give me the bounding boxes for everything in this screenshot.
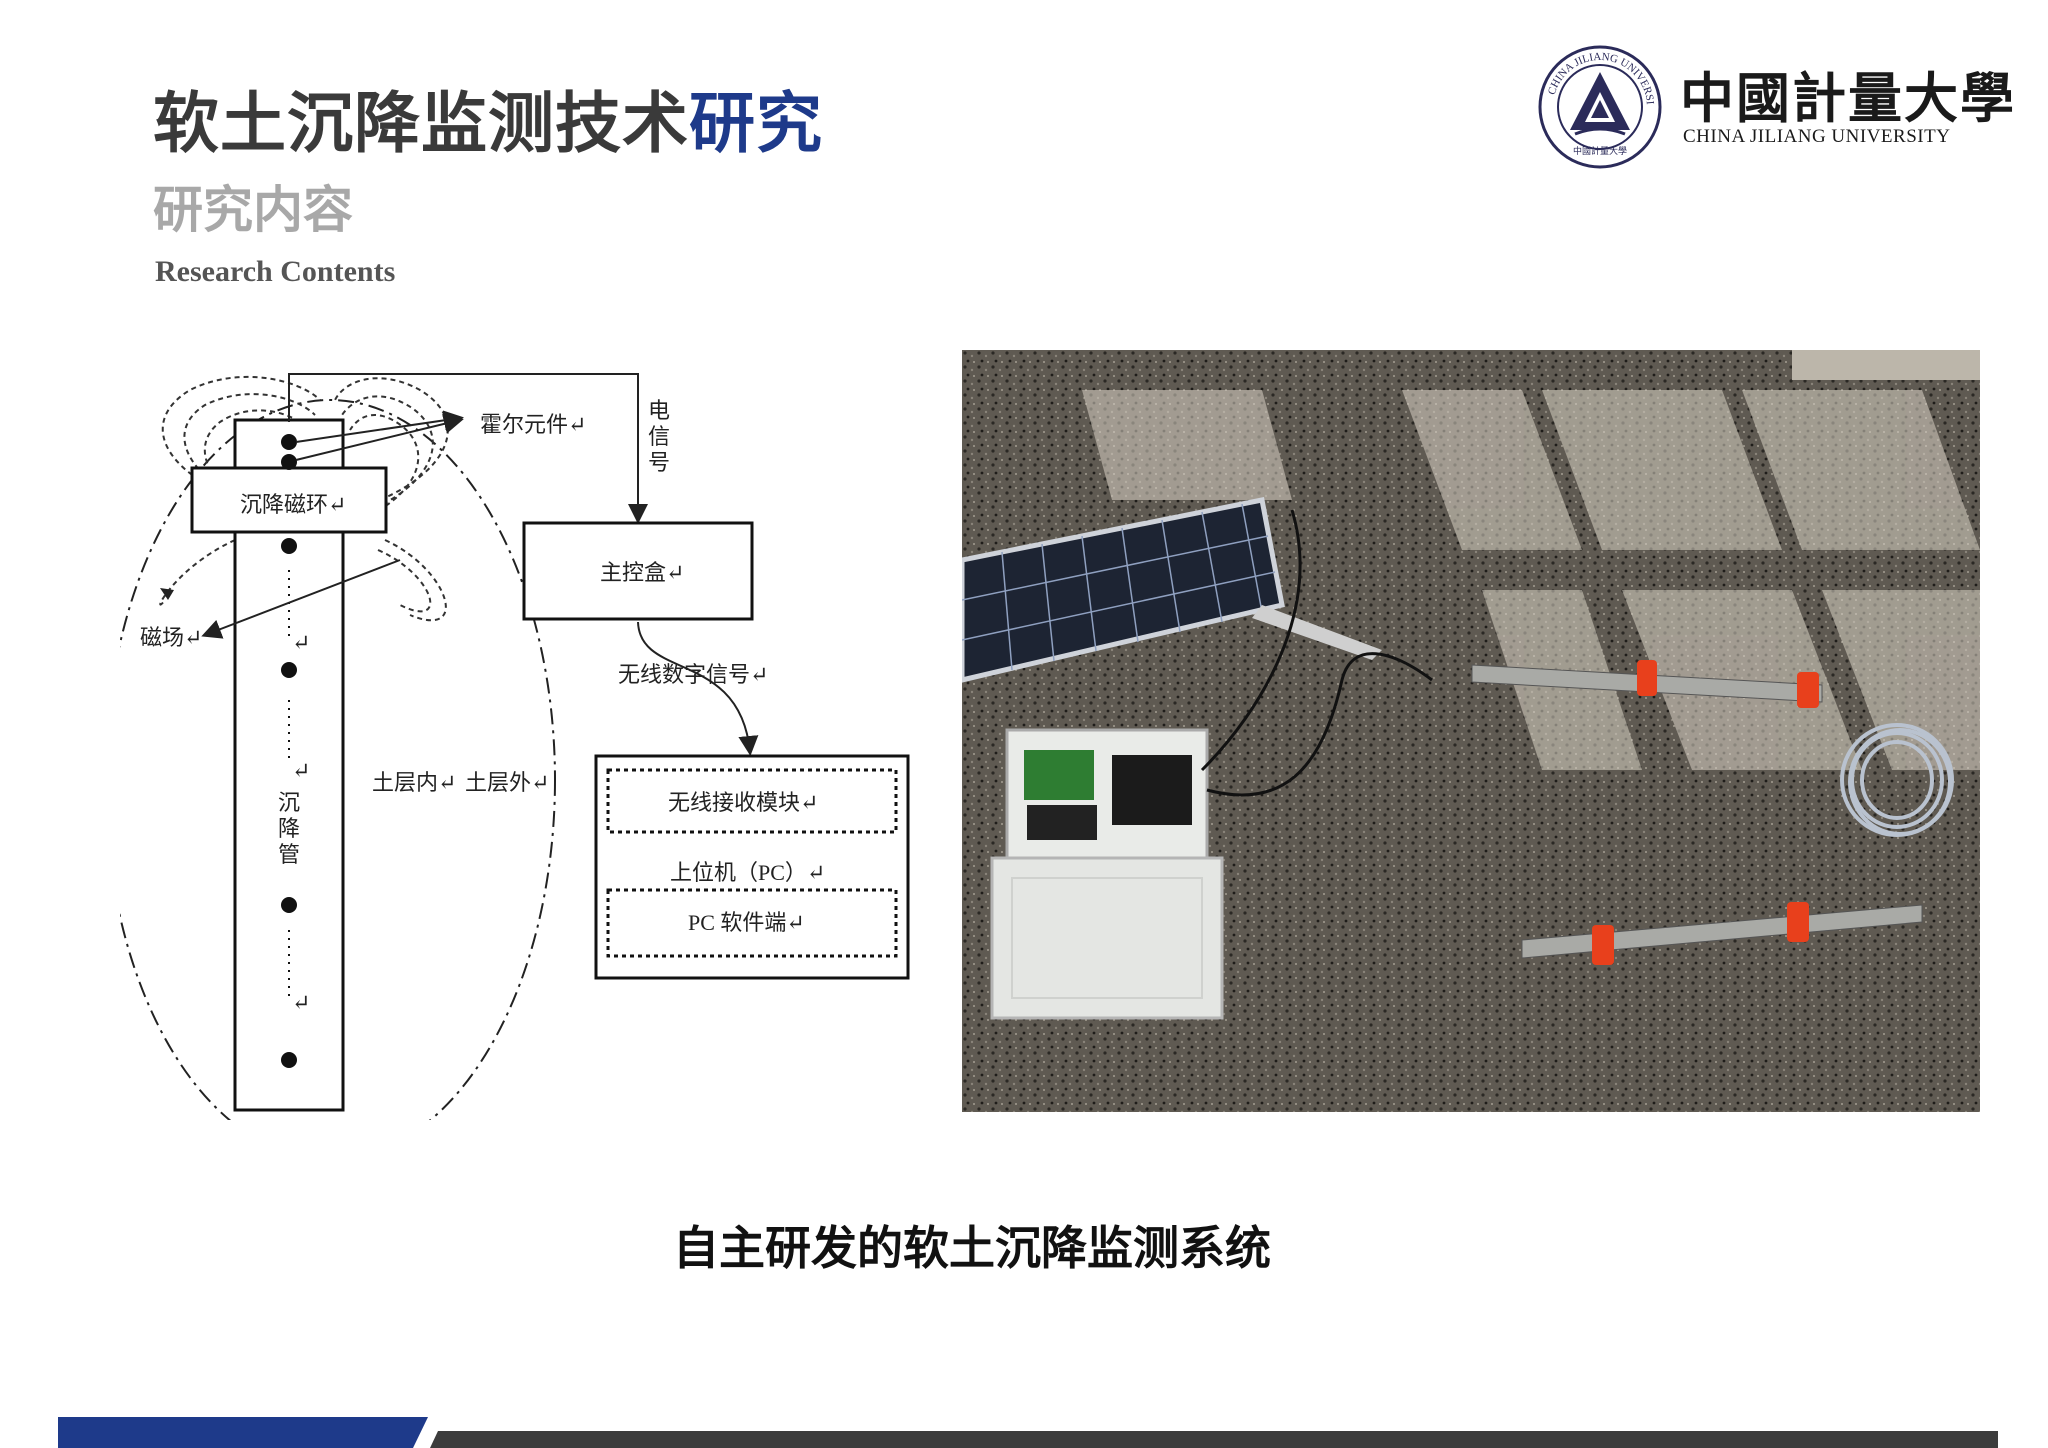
- main-control-box: [522, 521, 754, 621]
- coiled-cable: [1840, 723, 1954, 837]
- svg-text:↵: ↵: [292, 630, 310, 655]
- university-name-en: CHINA JILIANG UNIVERSITY: [1683, 126, 1951, 147]
- label-wireless-receiver: 无线接收模块↵: [668, 790, 818, 815]
- label-soil-inside: 土层内↵: [372, 770, 456, 795]
- seal-inner-text: 中國計量大學: [1573, 145, 1627, 157]
- figure-caption: 自主研发的软土沉降监测系统: [673, 1221, 1271, 1275]
- title-accent: 研究: [689, 85, 823, 162]
- svg-text:↵: ↵: [292, 758, 310, 783]
- svg-text:↵: ↵: [292, 990, 310, 1015]
- cables: [1200, 509, 1433, 797]
- label-pipe-2: 降: [278, 816, 300, 841]
- university-logo: CHINA JILIANG UNIVERSITY 中國計量大學 中國計量大學 C…: [1531, 33, 2014, 172]
- pc-software-box: [606, 888, 898, 958]
- label-magnetic-field: 磁场↵: [140, 625, 202, 650]
- page-title: 软土沉降监测技术研究: [153, 70, 823, 166]
- section-subtitle-english: Research Contents: [155, 255, 396, 288]
- section-subtitle: 研究内容: [153, 181, 353, 239]
- hall-sensors: [281, 434, 297, 1068]
- host-pc-box: [594, 754, 910, 980]
- system-schematic-diagram: 沉降磁环↵ ↵ ↵ ↵ 沉 降 管 霍尔元件↵ 磁场↵ 土层内↵ 土层外↵ 电 …: [120, 373, 910, 1120]
- soil-boundary-ellipse: [120, 399, 556, 1120]
- label-pipe-3: 管: [278, 842, 300, 867]
- label-main-control-box: 主控盒↵: [600, 560, 684, 585]
- university-seal-icon: CHINA JILIANG UNIVERSITY 中國計量大學: [1531, 33, 1662, 169]
- settlement-pipes: [1471, 660, 1923, 965]
- label-host-pc: 上位机（PC）↵: [670, 860, 825, 885]
- solar-panel: [962, 497, 1382, 683]
- label-wireless-signal: 无线数字信号↵: [618, 662, 768, 687]
- footer-bar: [58, 1417, 1998, 1448]
- title-main: 软土沉降监测技术: [153, 85, 689, 162]
- control-box: [990, 728, 1224, 1020]
- wireless-receiver-box: [606, 768, 898, 834]
- monitoring-system-photo: [962, 350, 1980, 1112]
- label-hall-element: 霍尔元件↵: [480, 412, 586, 437]
- label-signal-2: 信: [648, 424, 670, 449]
- label-soil-outside: 土层外↵: [465, 770, 549, 795]
- label-signal-3: 号: [648, 450, 670, 475]
- label-pc-software: PC 软件端↵: [688, 910, 805, 935]
- label-pipe-1: 沉: [278, 790, 300, 815]
- university-name-cn: 中國計量大學: [1680, 66, 2016, 130]
- label-signal-1: 电: [648, 398, 670, 423]
- label-settlement-ring: 沉降磁环↵: [240, 492, 346, 517]
